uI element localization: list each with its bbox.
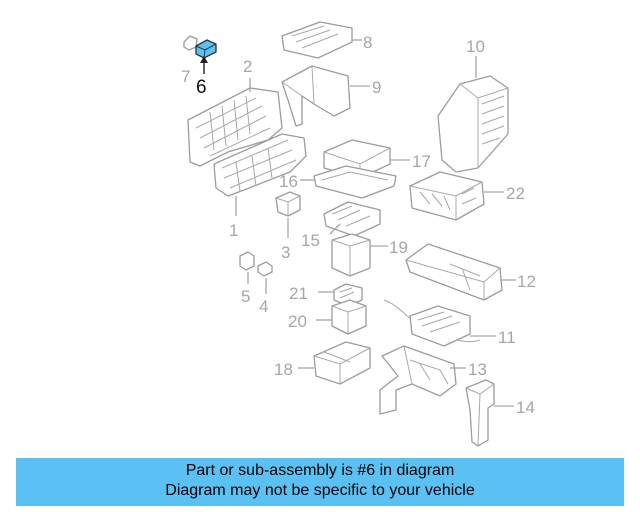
callout-5: 5 xyxy=(241,287,250,306)
part-21 xyxy=(333,283,363,307)
callout-14: 14 xyxy=(516,398,535,417)
part-9 xyxy=(281,65,351,127)
part-4 xyxy=(257,261,273,277)
callout-11: 11 xyxy=(498,328,516,347)
callout-17: 17 xyxy=(412,152,431,171)
callout-3: 3 xyxy=(281,243,290,262)
callout-18: 18 xyxy=(274,360,293,379)
callout-21: 21 xyxy=(289,284,308,303)
part-16 xyxy=(313,165,397,199)
callout-8: 8 xyxy=(363,33,372,52)
callout-10: 10 xyxy=(466,37,485,56)
caption-banner: Part or sub-assembly is #6 in diagram Di… xyxy=(16,458,624,506)
part-10 xyxy=(437,75,509,173)
part-19 xyxy=(331,233,371,277)
part-3 xyxy=(275,191,301,217)
caption-line-2: Diagram may not be specific to your vehi… xyxy=(165,482,475,499)
part-13 xyxy=(379,345,457,415)
part-18 xyxy=(313,341,371,385)
part-6-highlighted xyxy=(195,39,217,59)
part-14 xyxy=(465,379,495,447)
callout-22: 22 xyxy=(506,184,525,203)
callout-13: 13 xyxy=(468,360,487,379)
callout-2: 2 xyxy=(243,57,252,76)
callout-20: 20 xyxy=(288,312,307,331)
callout-12: 12 xyxy=(517,272,536,291)
part-22 xyxy=(409,171,485,221)
part-15 xyxy=(323,201,381,237)
part-8 xyxy=(281,21,353,59)
part-5 xyxy=(239,251,255,271)
part-7 xyxy=(183,35,198,51)
parts-diagram: 7 6 2 1 3 5 4 8 9 10 17 16 22 15 19 12 2… xyxy=(181,21,536,447)
caption-line-1: Part or sub-assembly is #6 in diagram xyxy=(185,462,455,479)
callout-19: 19 xyxy=(389,238,408,257)
callout-1: 1 xyxy=(229,221,238,240)
callout-7: 7 xyxy=(181,67,190,86)
callout-4: 4 xyxy=(259,297,268,316)
part-1 xyxy=(213,133,307,197)
callout-9: 9 xyxy=(372,78,381,97)
part-12 xyxy=(405,243,503,301)
callout-16: 16 xyxy=(279,172,298,191)
part-11 xyxy=(383,299,481,347)
callout-6: 6 xyxy=(196,77,207,98)
callout-15: 15 xyxy=(301,231,320,250)
part-20 xyxy=(331,299,367,335)
